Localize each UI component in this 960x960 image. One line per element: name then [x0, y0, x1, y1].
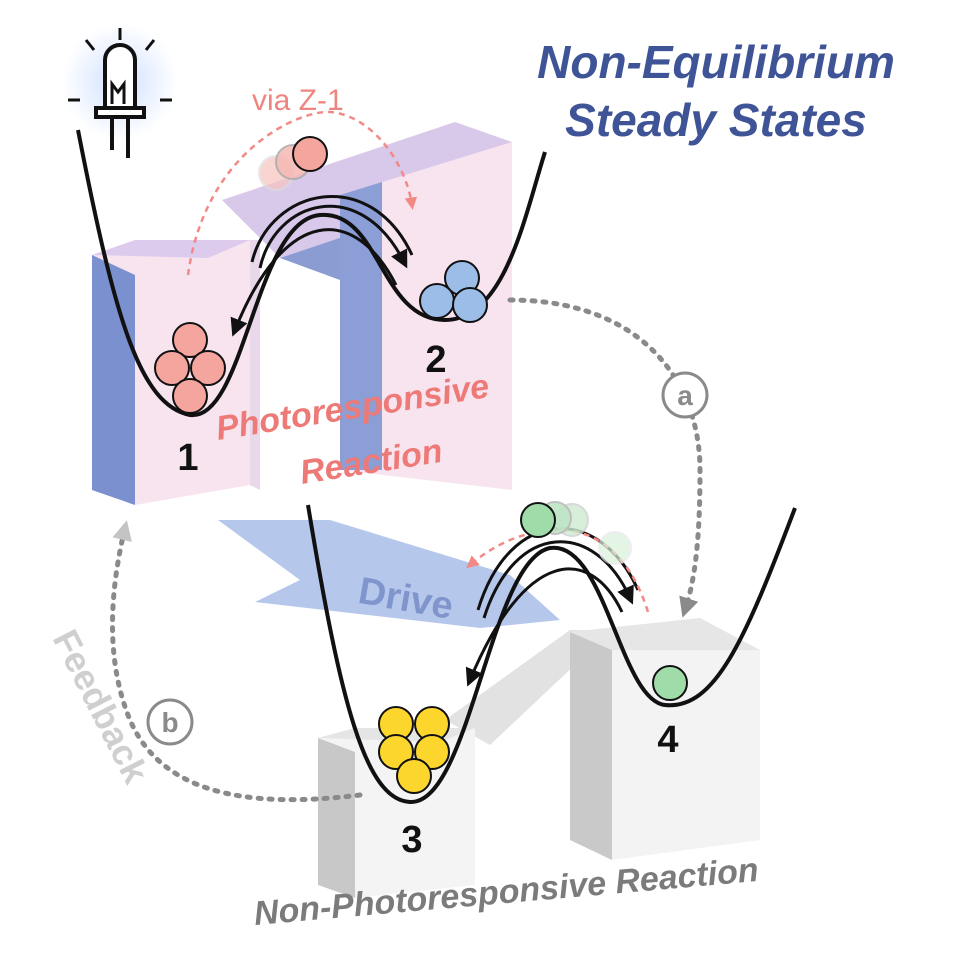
lower-forward-arrow [482, 540, 634, 619]
yellow-ball-cluster [378, 706, 450, 794]
upper-reverse-arrow [230, 228, 398, 337]
feedback-label: Feedback [45, 623, 157, 790]
via-z1-path [186, 110, 418, 276]
path-a-arrow [507, 297, 703, 618]
upper-forward-arrow [258, 204, 408, 269]
non-photoresponsive-block [318, 618, 760, 898]
lower-energy-curve [306, 504, 797, 805]
pink-ball-cluster [154, 322, 226, 414]
via-z1-label: via Z-1 [252, 84, 344, 117]
blue-ball-cluster [419, 260, 488, 323]
well-label-2: 2 [425, 339, 446, 381]
led-bulb-icon [62, 24, 178, 158]
path-b-badge: b [146, 698, 194, 746]
green-ball-moving [520, 501, 632, 565]
svg-text:a: a [677, 380, 693, 411]
green-ball-well4 [652, 665, 688, 701]
lower-pink-path [466, 528, 650, 613]
title-line-1: Non-Equilibrium [537, 36, 895, 88]
upper-forward-arrow-2 [250, 195, 414, 263]
path-a-badge: a [661, 371, 709, 419]
svg-text:b: b [161, 707, 178, 738]
well-label-1: 1 [177, 437, 198, 479]
title-line-2: Steady States [565, 94, 867, 146]
well-label-3: 3 [401, 819, 422, 861]
well-label-4: 4 [657, 719, 678, 761]
lower-reverse-arrow [465, 567, 624, 687]
drive-plate: Drive [218, 520, 560, 628]
pink-ball-moving [258, 136, 328, 191]
